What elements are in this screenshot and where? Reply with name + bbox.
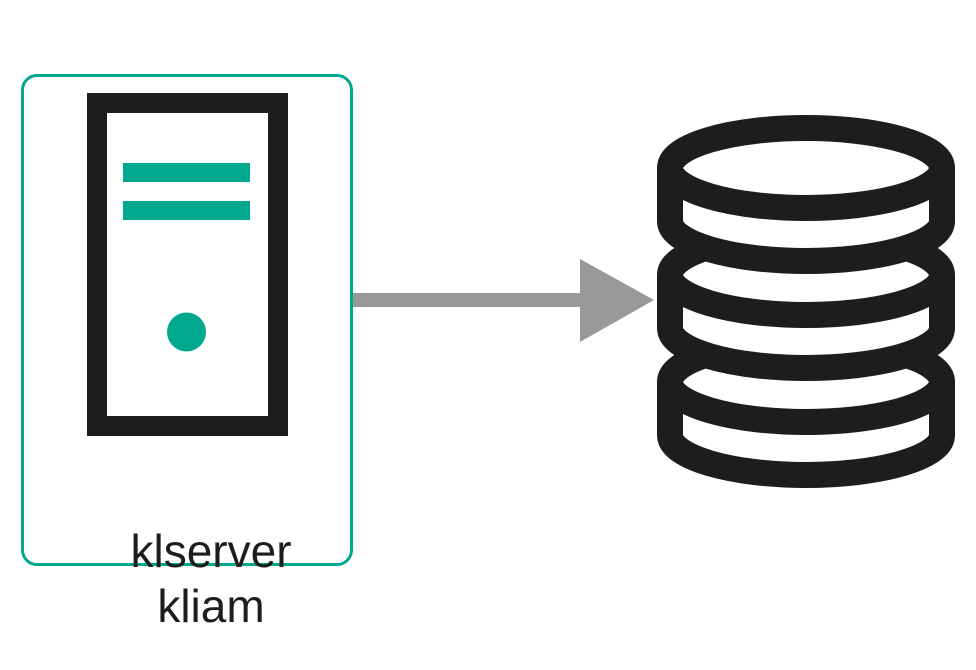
server-tower-icon (87, 93, 288, 436)
database-disc-2-rim (657, 273, 955, 328)
arrow-head (580, 259, 654, 342)
database-disc-1 (657, 115, 955, 274)
server-label-line1: klserver (130, 525, 292, 577)
server-case (87, 93, 288, 436)
database-disc-3-rim (657, 380, 955, 435)
server-slot-bottom (123, 201, 250, 220)
database-icon (657, 115, 955, 488)
server-power-button (167, 312, 206, 352)
arrow-shaft (353, 293, 585, 307)
arrow-right-icon (353, 259, 654, 342)
server-slot-top (123, 163, 250, 182)
server-label-line2: kliam (157, 580, 265, 632)
server-label: klserver kliam (45, 524, 377, 634)
database-disc-1-rim (657, 166, 955, 221)
